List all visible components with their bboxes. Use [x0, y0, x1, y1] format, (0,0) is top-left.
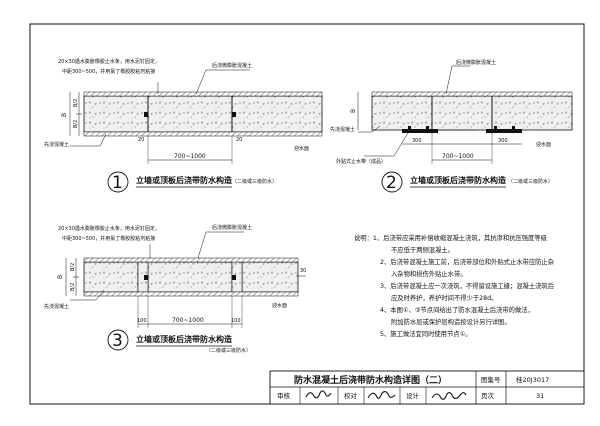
detail-1-dim-b: B	[61, 113, 68, 117]
notes: 说明：1、后浇带应采用补偿收缩混凝土浇筑，其抗渗和抗压强度等级 不应低于两侧混凝…	[354, 233, 554, 338]
detail-3: 20×30遇水膨胀橡胶止水条，用水泥钉固定， 中距300~500，并用氯丁橡胶胶…	[44, 224, 306, 354]
detail-1-waterproof-bottom	[83, 131, 323, 137]
detail-3-stopstrip-left	[144, 275, 148, 280]
detail-3-dim-b2-top: B/2	[70, 263, 76, 271]
detail-3-note: （二级或三级防水）	[206, 347, 251, 354]
signature-design	[431, 392, 467, 400]
detail-2-dim-300-right: 300	[498, 138, 508, 144]
detail-1-label-top1: 20×30遇水膨胀橡胶止水条，用水泥钉固定，	[58, 58, 160, 65]
detail-1-dim-width: 700~1000	[174, 153, 206, 160]
detail-3-leader-first	[70, 289, 105, 301]
detail-1-dim-20-left: 20	[138, 137, 144, 143]
detail-3-waterproof-bottom	[83, 291, 299, 297]
detail-2-dim-width: 700~1000	[442, 153, 474, 160]
detail-3-label-water: 迎水面	[272, 302, 287, 309]
title-block-atlas-label: 图集号	[481, 375, 501, 384]
detail-1-number: 1	[112, 173, 123, 193]
detail-2-stop-rib1	[408, 126, 411, 129]
title-block-atlas-no: 桂20J3017	[516, 375, 549, 384]
detail-3-label-top1: 20×30遇水膨胀橡胶止水条，用水泥钉固定，	[58, 225, 160, 232]
detail-1-stopstrip-right	[232, 112, 236, 117]
notes-line-7: 4、本图①、③节点间给出了防水混凝土后浇带的做法，	[380, 305, 534, 314]
detail-1-label-water: 迎水面	[294, 145, 309, 152]
detail-2-waterproof-top	[371, 91, 573, 97]
detail-2-title: 立墙或顶板后浇带防水构造	[410, 175, 506, 185]
detail-2-label-stop: 外贴式止水带（成品）	[336, 158, 386, 165]
notes-line-3: 2、后浇带混凝土施工前，后浇带部位和外贴式止水带应防止杂	[380, 257, 554, 266]
notes-line-9: 5、施工做法宜同时使用节点①。	[380, 329, 472, 338]
detail-2-slab-post	[431, 95, 493, 131]
detail-2-external-stop-right	[486, 129, 522, 133]
detail-1-title: 立墙或顶板后浇带防水构造	[136, 175, 232, 185]
detail-3-waterproof-top	[83, 257, 299, 263]
detail-1-slab-right	[231, 95, 323, 133]
detail-3-leader-post	[197, 231, 244, 259]
detail-2-stop-rib3	[494, 126, 497, 129]
detail-2-label-first: 先浇混凝土	[330, 126, 355, 133]
detail-1-dim-b2-bot: B/2	[73, 120, 79, 128]
title-block-title: 防水混凝土后浇带防水构造详图（二）	[294, 374, 447, 386]
detail-2-slab-right	[491, 95, 573, 131]
title-block-frame	[269, 370, 585, 405]
notes-line-1: 说明：1、后浇带应采用补偿收缩混凝土浇筑，其抗渗和抗压强度等级	[354, 233, 548, 242]
detail-3-dim-b: B	[57, 275, 64, 279]
detail-1-label-top2: 中距300~500，并用氯丁橡胶胶粘剂粘接	[62, 68, 155, 75]
detail-2-leader-post	[445, 65, 470, 95]
detail-1-stopstrip-left	[144, 112, 148, 117]
detail-2-leader-first	[358, 125, 381, 133]
detail-2-dim-b: B	[350, 109, 357, 113]
detail-1-number-circle	[107, 171, 129, 193]
detail-3-dim-b2-bot: B/2	[70, 283, 76, 291]
detail-1-dim-20-right: 20	[236, 137, 242, 143]
notes-line-4: 入杂物和损伤外贴止水带。	[391, 269, 467, 278]
detail-1-label-first: 先浇混凝土	[44, 141, 69, 148]
notes-line-5: 3、后浇带混凝土应一次浇筑，不得留设施工缝；混凝土浇筑后	[380, 281, 554, 290]
title-block: 防水混凝土后浇带防水构造详图（二） 图集号 桂20J3017 审核 校对 设计 …	[269, 370, 585, 405]
detail-1-note: （二级或三级防水）	[232, 178, 277, 185]
detail-2: 后浇微膨胀混凝土 先浇混凝土 外贴式止水带（成品） 迎水面 B 300 300 …	[330, 59, 573, 193]
detail-1-label-post: 后浇微膨胀混凝土	[212, 62, 252, 69]
detail-2-stop-rib4	[512, 126, 515, 129]
detail-3-number: 3	[112, 331, 123, 351]
detail-3-number-circle	[107, 329, 129, 351]
detail-2-external-stop-left	[402, 129, 438, 133]
detail-2-note: （二级或三级防水）	[508, 178, 553, 185]
title-block-review-label: 审核	[277, 391, 291, 400]
detail-3-dim-100-right: 100	[231, 318, 241, 324]
detail-2-label-water: 迎水面	[536, 141, 551, 148]
signature-check	[367, 391, 396, 399]
detail-1-leader-post	[195, 69, 250, 95]
detail-3-slab-post	[147, 261, 233, 293]
detail-1-leader-first	[70, 133, 107, 147]
detail-1: 20×30遇水膨胀橡胶止水条，用水泥钉固定， 中距300~500，并用氯丁橡胶胶…	[44, 58, 323, 193]
detail-2-label-post: 后浇微膨胀混凝土	[456, 59, 496, 66]
title-block-page-no: 31	[536, 392, 544, 400]
detail-3-slab-right	[241, 261, 299, 293]
detail-1-dim-b2-top: B/2	[73, 99, 79, 107]
notes-line-8: 附加防水层或保护层构造按设计另行详图。	[391, 317, 511, 326]
title-block-check-label: 校对	[344, 391, 358, 400]
detail-2-number-circle	[381, 171, 403, 193]
notes-line-6: 应及时养护，养护时间不得少于28d。	[391, 293, 497, 302]
detail-2-stop-rib2	[426, 126, 429, 129]
detail-3-title: 立墙或顶板后浇带防水构造	[136, 334, 232, 344]
detail-2-dim-300-left: 300	[412, 138, 422, 144]
detail-3-slab-left	[83, 261, 139, 293]
detail-1-waterproof-top	[83, 91, 323, 97]
detail-3-dim-width: 700~1000	[172, 317, 204, 324]
detail-1-slab-post	[147, 95, 233, 133]
title-block-page-label: 页次	[481, 391, 495, 400]
detail-3-label-post: 后浇微膨胀混凝土	[212, 224, 252, 231]
signature-review	[305, 390, 332, 399]
detail-3-label-top2: 中距300~500，并用氯丁橡胶胶粘剂粘接	[62, 235, 155, 242]
detail-3-dim-30: 30	[300, 268, 306, 274]
notes-line-2: 不应低于两侧混凝土。	[391, 245, 454, 254]
detail-3-dim-100-left: 100	[137, 318, 147, 324]
title-block-design-label: 设计	[406, 391, 420, 400]
detail-3-label-first: 先浇混凝土	[44, 303, 69, 310]
detail-2-number: 2	[386, 173, 397, 193]
detail-3-stopstrip-right	[232, 275, 236, 280]
detail-2-leader-stop	[364, 132, 409, 157]
